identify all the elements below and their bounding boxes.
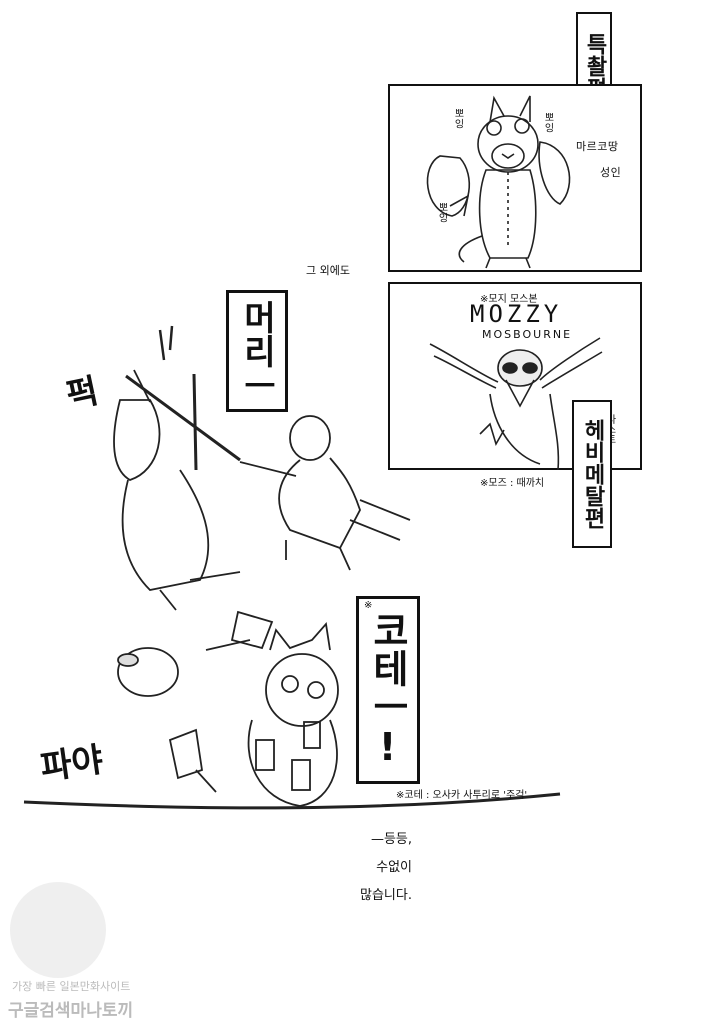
panel2-note: ※모지 모스본 bbox=[480, 294, 538, 305]
owl-metal-illustration bbox=[429, 337, 603, 471]
kote-footnote: ※코테 : 오사카 사투리로 '주걱' bbox=[396, 790, 528, 801]
mozzy-logo-bottom: MOSBOURNE bbox=[482, 328, 573, 341]
mozzy-logo-top: MOZZY bbox=[470, 300, 563, 328]
sfx-paya: 파야 bbox=[38, 739, 106, 789]
mozzy-footnote: ※모즈 : 때까치 bbox=[480, 478, 545, 489]
also-caption: 그 외에도 bbox=[306, 264, 350, 277]
closing-text: —등등, 수없이 많습니다. bbox=[356, 826, 412, 910]
watermark-line-1: 가장 빠른 일본만화사이트 bbox=[12, 980, 131, 993]
watermark-badge bbox=[10, 882, 106, 978]
closing-line-3: 많습니다. bbox=[360, 888, 412, 903]
kote-note-mark: ※ bbox=[364, 600, 373, 611]
sfx-boing-2: 뽀잉 bbox=[542, 112, 553, 133]
sfx-boing-3: 뽀잉 bbox=[436, 202, 447, 223]
heavymetal-tag-label: 헤비메탈편 bbox=[580, 419, 605, 529]
heavymetal-tag: 헤비메탈편 bbox=[572, 400, 612, 548]
watermark-line-2: 구글검색마나토끼 bbox=[8, 1001, 134, 1021]
panel1-caption-line1: 마르코땅 bbox=[576, 140, 619, 153]
sfx-boing-1: 뽀잉 bbox=[452, 108, 463, 129]
closing-line-1: —등등, bbox=[370, 832, 412, 847]
meori-shout: 머리ㅡ bbox=[236, 300, 277, 402]
closing-line-2: 수없이 bbox=[376, 860, 412, 875]
meori-shout-box: 머리ㅡ bbox=[226, 290, 288, 412]
kote-shout-box: 코테ㅡ! bbox=[356, 596, 420, 784]
panel-1: 뽀잉 뽀잉 뽀잉 마르코땅 성인 bbox=[388, 84, 642, 272]
panel1-caption-line2: 성인 bbox=[600, 166, 622, 179]
kote-shout: 코테ㅡ! bbox=[365, 611, 410, 769]
character-costume-illustration bbox=[426, 95, 571, 269]
